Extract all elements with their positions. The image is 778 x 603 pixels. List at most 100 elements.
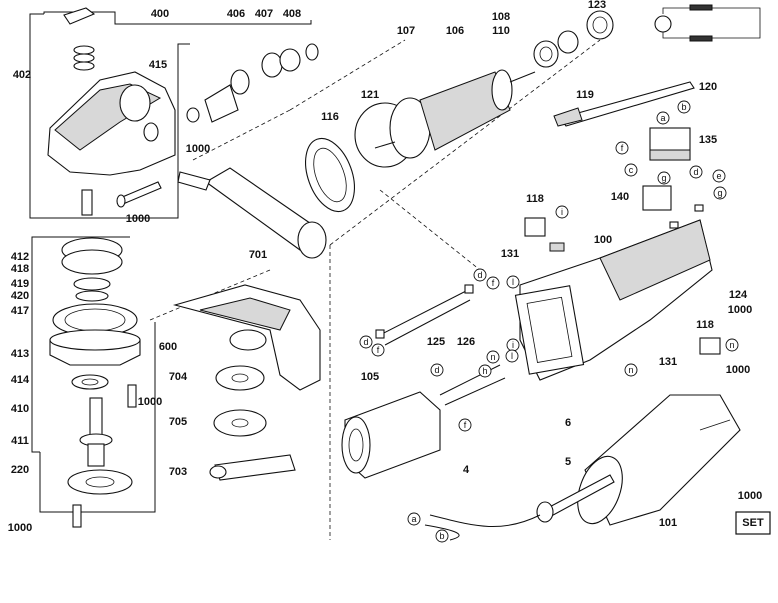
connector-bubble [505,349,519,363]
connector-letter: h [482,366,487,376]
motor-housing-part [514,219,713,381]
part-number-label: 414 [11,374,30,386]
part-number-label: 118 [696,319,714,331]
connector-bubble [624,363,638,377]
part-number-label: 123 [588,0,606,11]
wiring-schematic [654,4,761,42]
connector-bubble [506,275,520,289]
part-number-label: 415 [149,59,167,71]
connector-letter: l [511,351,513,361]
part-number-label: 1000 [738,490,762,502]
part-number-label: 124 [729,289,748,301]
connector-letter: c [629,165,634,175]
flange-part [213,365,267,437]
connector-bubble [689,165,703,179]
part-number-label: 417 [11,305,29,317]
part-number-label: 125 [427,336,445,348]
part-number-label: 105 [361,371,379,383]
part-number-label: 110 [492,25,510,37]
part-number-label: 1000 [726,364,750,376]
part-number-label: 412 [11,251,29,263]
part-number-label: 121 [361,89,379,101]
part-number-label: 406 [227,8,245,20]
switch-part [649,127,691,161]
connector-letter: b [681,102,686,112]
brush-ring-part [305,137,355,213]
set-badge-text: SET [742,517,764,529]
rear-cover-part [577,394,741,526]
connector-letter: d [434,365,439,375]
wrench-part [209,454,296,481]
connector-bubble [555,205,569,219]
part-number-label: 116 [321,111,339,123]
part-number-label: 705 [169,416,187,428]
part-number-label: 1000 [728,304,752,316]
connector-letter: f [492,278,495,288]
gear-housing-part [47,7,176,216]
screw-part [116,181,162,208]
part-number-label: 108 [492,11,510,23]
part-number-label: 400 [151,8,169,20]
bearing-part [533,10,614,68]
connector-letter: d [477,270,482,280]
part-number-label: 419 [11,278,29,290]
part-number-label: 703 [169,466,187,478]
part-number-label: 140 [611,191,629,203]
connector-bubble [725,338,739,352]
connector-bubble [371,343,385,357]
connector-bubble [677,100,691,114]
part-number-label: 126 [457,336,475,348]
part-number-label: 135 [699,134,717,146]
cable-part [424,474,615,541]
connector-bubble [430,363,444,377]
connector-bubble [713,186,727,200]
part-number-label: 106 [446,25,464,37]
connector-bubble [435,529,449,543]
part-number-label: 131 [501,248,519,260]
connector-letter: f [464,420,467,430]
part-number-label: 704 [169,371,188,383]
field-coil-part [341,391,441,479]
part-number-label: 119 [576,89,594,101]
part-number-label: 1000 [126,213,150,225]
connector-bubble [486,276,500,290]
connector-bubble [615,141,629,155]
connector-letter: a [660,113,665,123]
part-number-label: 420 [11,290,29,302]
side-handle-part [177,167,327,259]
part-number-label: 1000 [8,522,32,534]
part-number-label: 101 [659,517,677,529]
connector-letter: n [729,340,734,350]
part-number-label: 701 [249,249,267,261]
connector-letter: i [512,340,514,350]
bevel-gear-large-part [61,237,123,302]
connector-bubble [624,163,638,177]
connector-bubble [407,512,421,526]
screw-part-2 [127,384,137,408]
part-number-label: 1000 [138,396,162,408]
bearing-flange-part [49,303,141,366]
part-number-label: 418 [11,263,29,275]
connector-letter: b [439,531,444,541]
set-badge: SET [735,511,771,535]
part-number-label: 1000 [186,143,210,155]
part-number-label: 107 [397,25,415,37]
connector-bubble [359,335,373,349]
connector-bubble [657,171,671,185]
connector-letter: n [628,365,633,375]
brush-holder-part [524,217,721,355]
clamp-plate-part [67,469,133,528]
connector-letter: e [716,171,721,181]
part-number-label: 4 [463,464,470,476]
bevel-gear-part [186,43,319,123]
connector-letter: f [377,345,380,355]
part-number-label: 5 [565,456,571,468]
connector-bubble [712,169,726,183]
capacitor-part [642,185,672,211]
part-number-label: 100 [594,234,612,246]
connector-bubble [656,111,670,125]
connector-bubble [458,418,472,432]
